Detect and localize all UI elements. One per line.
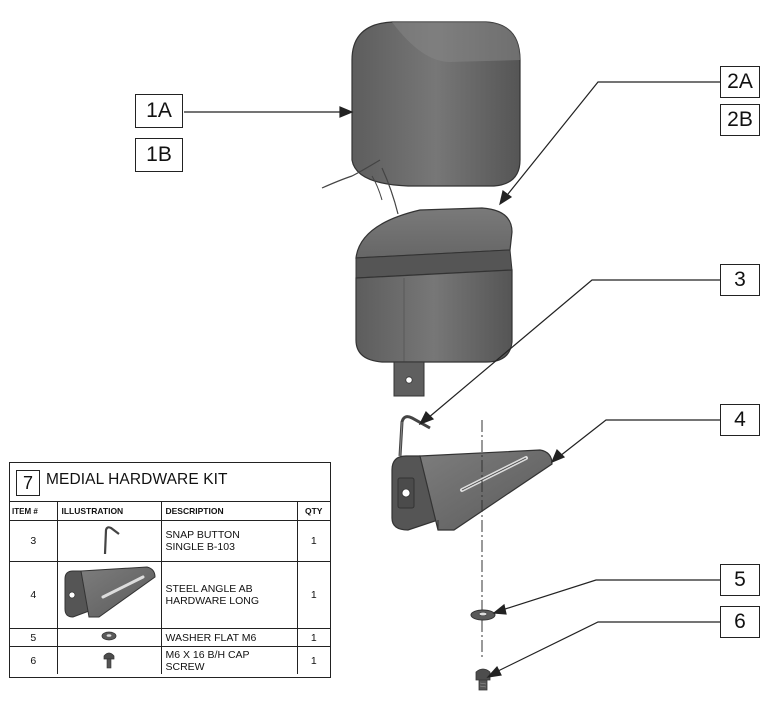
kit-number: 7 — [16, 470, 40, 496]
callout-5: 5 — [720, 564, 760, 596]
callout-6: 6 — [720, 606, 760, 638]
screw-part — [475, 668, 491, 691]
kit-header: 7 MEDIAL HARDWARE KIT — [10, 463, 330, 503]
callout-3: 3 — [720, 264, 760, 296]
row-description: STEEL ANGLE AB HARDWARE LONG — [160, 561, 298, 629]
row-qty: 1 — [296, 628, 330, 647]
row-illustration — [56, 628, 162, 647]
callout-1b: 1B — [135, 138, 183, 172]
kit-title: MEDIAL HARDWARE KIT — [46, 471, 228, 488]
row-qty: 1 — [296, 561, 330, 629]
row-description: WASHER FLAT M6 — [160, 628, 298, 647]
row-item: 4 — [10, 561, 58, 629]
header-qty: QTY — [296, 501, 330, 521]
row-qty: 1 — [296, 646, 330, 674]
callout-4: 4 — [720, 404, 760, 436]
table-row: 4 STEEL ANGLE AB HARDWARE LONG 1 — [10, 561, 330, 629]
row-description: M6 X 16 B/H CAP SCREW — [160, 646, 298, 674]
steel-angle-part — [391, 449, 553, 531]
row-item: 5 — [10, 628, 58, 647]
row-illustration — [56, 561, 162, 629]
table-row: 5 WASHER FLAT M6 1 — [10, 628, 330, 647]
washer-part — [470, 609, 496, 621]
hardware-kit-table: 7 MEDIAL HARDWARE KIT ITEM # ILLUSTRATIO… — [9, 462, 331, 678]
arm-pad-part — [355, 207, 513, 397]
table-header-row: ITEM # ILLUSTRATION DESCRIPTION QTY — [10, 501, 330, 521]
callout-1a: 1A — [135, 94, 183, 128]
callout-2b: 2B — [720, 104, 760, 136]
leader-lines — [184, 81, 720, 678]
table-row: 3 SNAP BUTTON SINGLE B-103 1 — [10, 520, 330, 562]
header-item: ITEM # — [10, 501, 58, 521]
screw-icon — [103, 652, 115, 669]
callout-2a: 2A — [720, 66, 760, 98]
row-item: 3 — [10, 520, 58, 562]
row-qty: 1 — [296, 520, 330, 562]
washer-icon — [101, 631, 117, 641]
header-description: DESCRIPTION — [160, 501, 298, 521]
row-description: SNAP BUTTON SINGLE B-103 — [160, 520, 298, 562]
kit-parts-table: ITEM # ILLUSTRATION DESCRIPTION QTY 3 SN… — [10, 501, 330, 674]
row-illustration — [56, 520, 162, 562]
row-item: 6 — [10, 646, 58, 674]
snap-button-icon — [103, 525, 120, 554]
row-illustration — [56, 646, 162, 674]
header-illustration: ILLUSTRATION — [56, 501, 162, 521]
snap-button-part — [398, 415, 431, 457]
cushion-cover-part — [321, 21, 521, 215]
steel-angle-icon — [64, 565, 156, 618]
table-row: 6 M6 X 16 B/H CAP SCREW 1 — [10, 646, 330, 674]
